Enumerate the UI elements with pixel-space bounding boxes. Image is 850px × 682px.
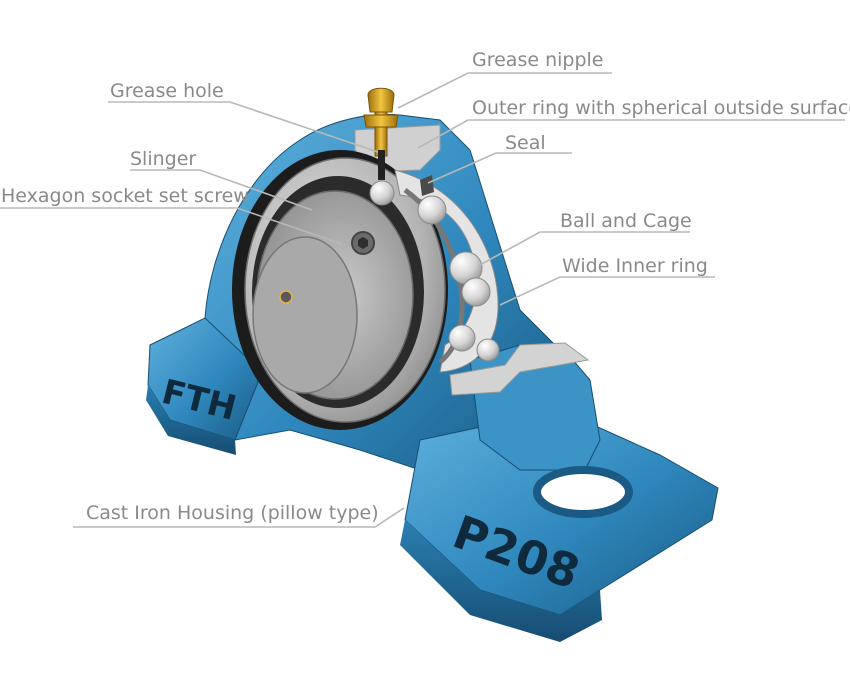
leader-slinger (130, 169, 313, 211)
grease-nipple-hex (363, 114, 399, 128)
set-screw-socket (358, 237, 368, 249)
label-slinger: Slinger (130, 148, 196, 170)
leader-housing (73, 507, 405, 528)
leader-inner-ring (499, 276, 715, 306)
housing-cutaway (449, 342, 590, 396)
seal (420, 175, 434, 196)
ball (417, 195, 447, 225)
grease-nipple-head (367, 87, 395, 113)
ball (476, 338, 500, 362)
housing-bolt-hole (533, 466, 633, 518)
label-ball-cage: Ball and Cage (560, 210, 692, 232)
leader-lines (0, 72, 845, 528)
leader-grease-nipple (397, 72, 612, 109)
leader-outer-ring (417, 119, 845, 149)
leader-ball-cage (477, 231, 690, 267)
label-grease-nipple: Grease nipple (472, 49, 604, 71)
ball (448, 324, 476, 352)
ball (369, 180, 395, 206)
bore-hole (279, 290, 293, 304)
label-outer-ring: Outer ring with spherical outside surfac… (472, 97, 850, 119)
label-seal: Seal (505, 132, 546, 154)
grease-nipple (363, 87, 399, 180)
leader-grease-hole (108, 101, 379, 153)
label-set-screw: Hexagon socket set screw (1, 185, 249, 207)
outer-ring-section (394, 169, 499, 373)
label-inner-ring: Wide Inner ring (562, 255, 708, 277)
label-housing: Cast Iron Housing (pillow type) (86, 502, 379, 524)
housing-front-face (400, 520, 602, 642)
labels: Grease nipple Grease hole Outer ring wit… (1, 49, 850, 524)
bore (252, 236, 358, 394)
ball (461, 277, 491, 307)
bearing-insert (232, 150, 500, 430)
leader-set-screw (0, 207, 343, 245)
label-grease-hole: Grease hole (110, 80, 224, 102)
grease-hole-channel (378, 150, 385, 180)
housing-left-face (146, 385, 236, 455)
leader-seal (427, 152, 572, 184)
